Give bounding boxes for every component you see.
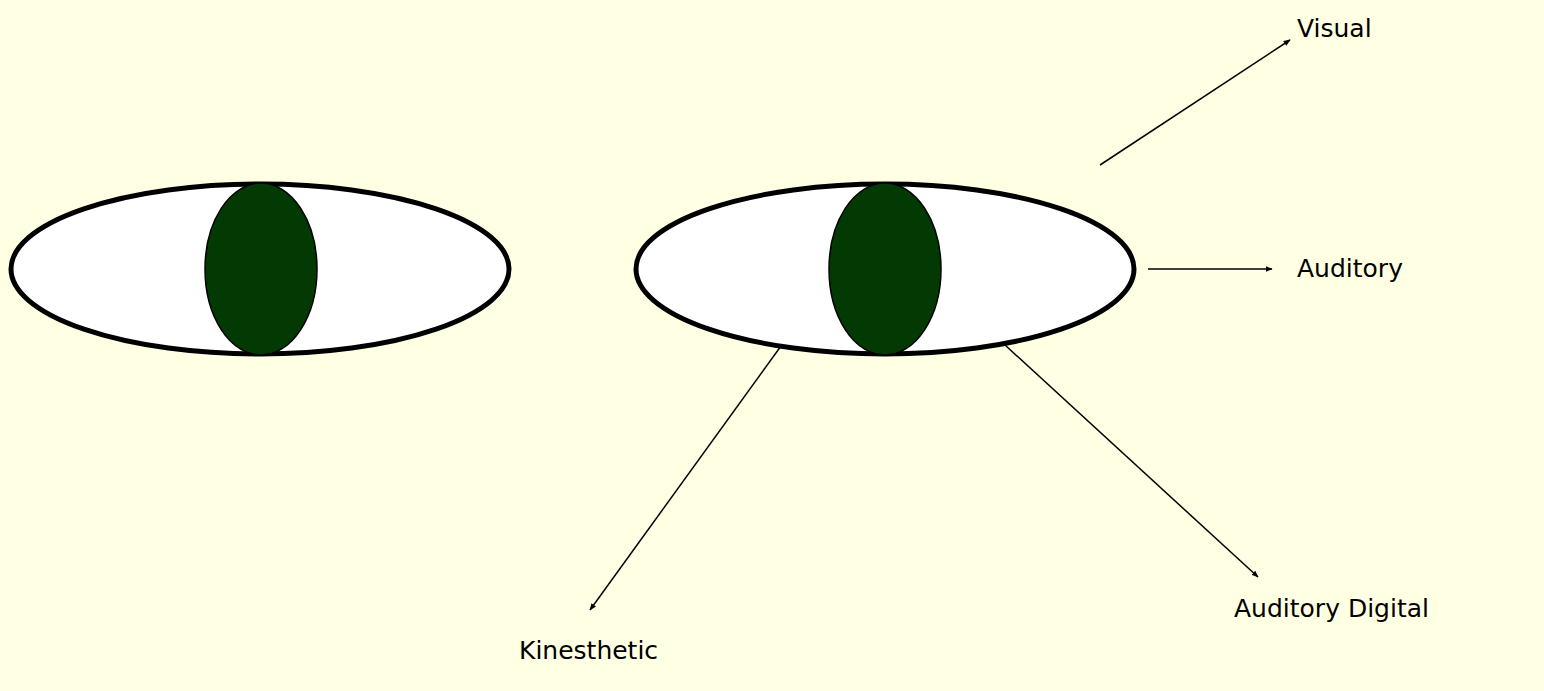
eye-outline <box>11 184 509 354</box>
pupil <box>829 183 941 355</box>
arrow-right <box>1148 268 1272 270</box>
eye-outline <box>636 184 1134 354</box>
arrow-up-right <box>1100 40 1290 165</box>
sense-label: Visual <box>1297 14 1372 44</box>
sense-label: Auditory Digital <box>1234 594 1429 624</box>
right-eye <box>636 183 1134 355</box>
sense-label: Auditory <box>1297 254 1403 284</box>
left-eye <box>11 183 509 355</box>
sense-label: Kinesthetic <box>519 636 658 666</box>
arrow-down-left <box>590 346 781 610</box>
gaze-arrows <box>590 40 1290 610</box>
pupil <box>205 183 317 355</box>
arrow-down-right <box>1005 345 1258 577</box>
